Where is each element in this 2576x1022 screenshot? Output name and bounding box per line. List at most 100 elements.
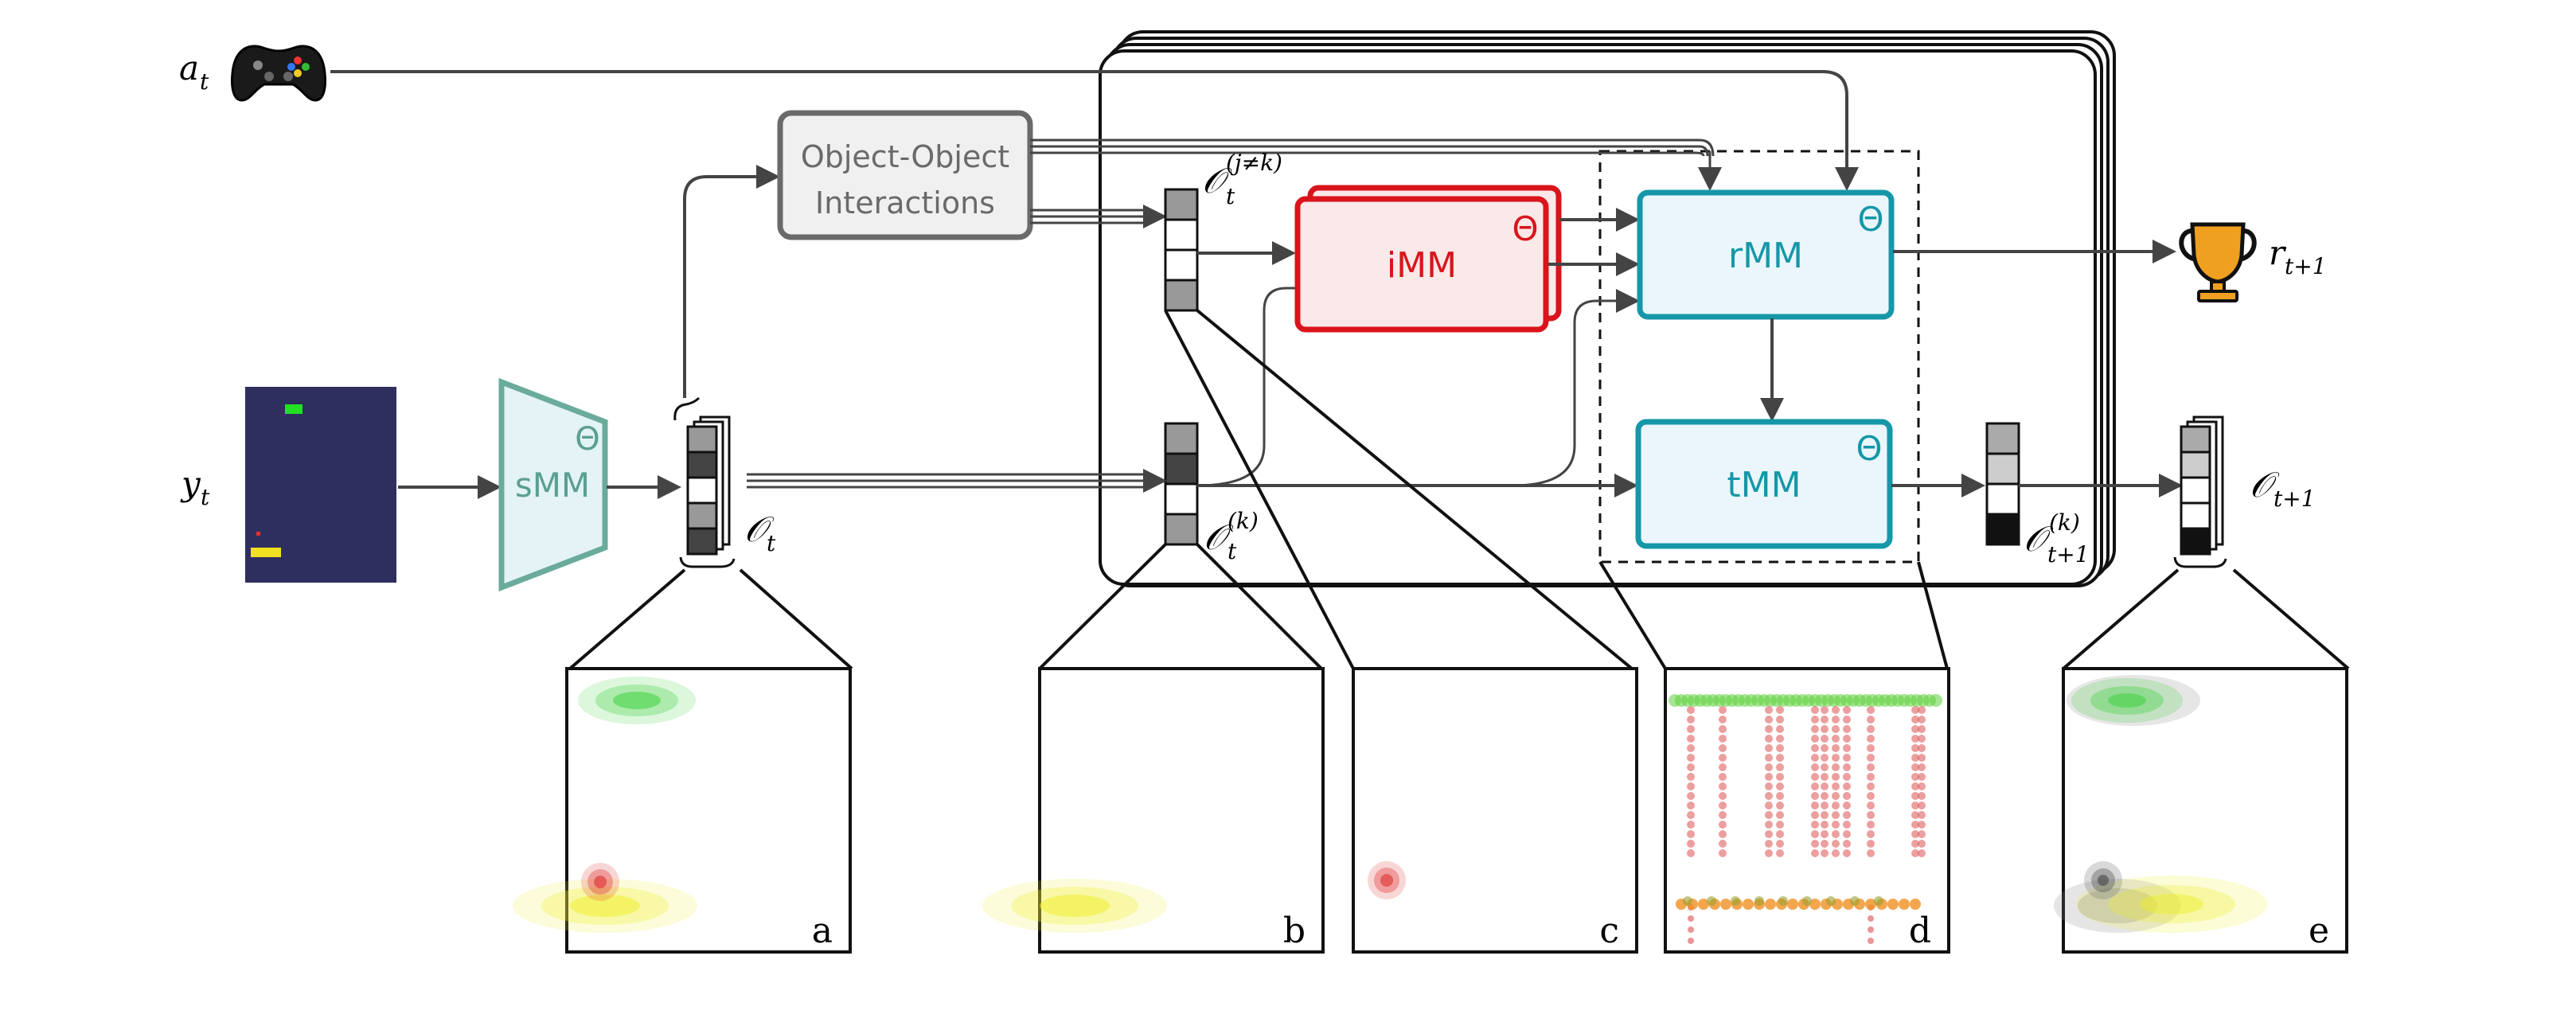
panel-d-red-dot [1811,716,1819,724]
panel-d-olive-dot [1778,896,1788,906]
obs-label: y t [180,464,210,510]
gamepad-icon [231,45,326,102]
tmm-module: tMM Θ [1635,419,1893,549]
ot-to-ooi-arrow [683,165,780,398]
panel-d-orange-dot [1887,899,1899,910]
panel-d-olive-dot [1754,896,1764,906]
panel-d-red-dot [1918,802,1926,809]
panel-d-red-dot [1811,802,1819,809]
panel-d-red-dot [1687,773,1695,781]
action-label: a t [179,49,209,95]
panel-d-red-dot [1776,821,1784,829]
panel-d-red-dot [1821,744,1829,752]
panel-d-red-dot [1911,802,1919,809]
svg-text:Θ: Θ [1856,429,1882,468]
svg-text:Interactions: Interactions [815,185,995,220]
panel-d-red-dot [1832,716,1840,724]
ot-to-ok-lines [747,469,1167,493]
panel-d-red-dot [1719,792,1727,800]
panel-d-red-dot [1832,754,1840,762]
panel-d-red-dot [1918,840,1926,848]
panel-d-red-dot [1821,849,1829,857]
panel-b: b [982,667,1325,954]
panel-d-red-dot [1911,706,1919,714]
panel-d-red-dot [1719,754,1727,762]
panel-d-red-dot [1719,782,1727,790]
panel-d-red-dot [1832,782,1840,790]
panel-d-red-dot [1867,706,1875,714]
panel-d-red-dot [1867,735,1875,743]
panel-d-red-dot [1776,716,1784,724]
panel-d-red-dot [1918,849,1926,857]
panel-d-red-dot [1811,763,1819,771]
onext-bottom-bracket [2173,556,2227,568]
panel-d-red-dot [1719,821,1727,829]
panel-d-olive-dot [1731,896,1740,906]
panel-d-red-dot [1821,735,1829,743]
panel-d-red-dot [1811,773,1819,781]
svg-text:(k): (k) [2049,509,2080,536]
panel-d-red-dot [1765,763,1773,771]
panel-d-red-dot [1765,840,1773,848]
ok-to-imm-curve [1196,287,1306,487]
panel-d-red-dot [1719,802,1727,809]
panel-d-red-dot [1821,754,1829,762]
panel-d-red-dot [1811,811,1819,819]
panel-d-red-dot [1868,926,1874,933]
panel-d-red-dot [1911,782,1919,790]
panel-d-red-dot [1765,773,1773,781]
panel-d-red-dot [1918,811,1926,819]
panel-d-red-dot [1776,744,1784,752]
trophy-icon [2179,222,2257,302]
svg-text:t: t [200,68,209,95]
panel-d-red-dot [1843,840,1851,848]
reward-label: r t+1 [2269,233,2327,279]
panel-d-olive-dot [1707,896,1716,906]
panel-d-red-dot [1911,725,1919,733]
panel-d-green-dot [1930,694,1942,707]
panel-d-red-dot [1911,754,1919,762]
panel-d-red-dot [1811,782,1819,790]
panel-d-red-dot [1811,840,1819,848]
panel-d-red-dot [1843,792,1851,800]
panel-d-red-dot [1687,811,1695,819]
panel-d-red-dot [1687,725,1695,733]
panel-d-red-dot [1918,716,1926,724]
panel-d-olive-dot [1802,896,1812,906]
panel-d-red-dot [1719,706,1727,714]
panel-d-red-dot [1843,735,1851,743]
panel-d-red-dot [1776,725,1784,733]
panel-d-red-dot [1811,754,1819,762]
panel-d-red-dot [1821,811,1829,819]
panel-d-red-dot [1719,773,1727,781]
panel-d-orange-dot [1787,899,1798,910]
svg-text:y: y [180,464,201,503]
svg-text:Θ: Θ [575,421,599,458]
svg-text:rMM: rMM [1728,236,1803,276]
panel-d-red-dot [1867,763,1875,771]
panel-d-red-dot [1918,782,1926,790]
panel-d-red-dot [1776,754,1784,762]
panel-e: e [2054,667,2348,954]
panel-d-red-dot [1765,725,1773,733]
panel-d-red-dot [1918,773,1926,781]
panel-d-red-dot [1911,744,1919,752]
panel-d-red-dot [1687,840,1695,848]
panel-d-red-dot [1911,773,1919,781]
panel-d-red-dot [1832,811,1840,819]
panel-d-red-dot [1776,811,1784,819]
panel-d-red-dot [1776,735,1784,743]
panel-d-red-dot [1832,802,1840,809]
ok-label: 𝒪 t (k) [1204,508,1259,564]
panel-d-red-dot [1832,744,1840,752]
panel-d-red-dot [1918,821,1926,829]
panel-d-red-dot [1765,744,1773,752]
panel-d-red-dot [1687,763,1695,771]
panel-d-red-dot [1776,792,1784,800]
panel-d-red-dot [1687,754,1695,762]
panel-d-red-dot [1832,725,1840,733]
svg-text:(k): (k) [1228,508,1259,534]
ot-top-bracket [673,396,701,421]
panel-d-orange-dot [1899,899,1910,910]
panel-d-red-dot [1687,744,1695,752]
